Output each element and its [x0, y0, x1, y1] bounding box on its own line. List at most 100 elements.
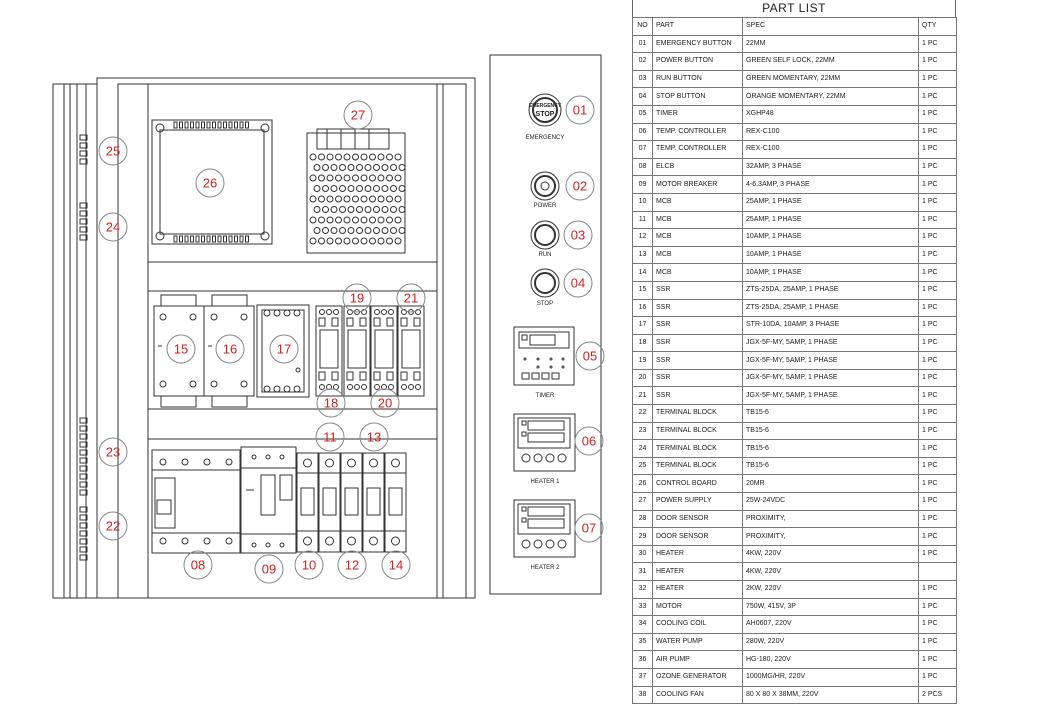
callout-circle — [343, 100, 373, 130]
cell-spec: AH0607, 220V — [742, 615, 919, 634]
mcb-screw — [325, 458, 334, 468]
callout-number: 07 — [582, 521, 596, 536]
relay-terminal — [347, 384, 353, 390]
part-list-title: PART LIST — [632, 0, 956, 17]
power-supply — [306, 128, 406, 254]
relay-terminal — [388, 384, 394, 390]
relay-terminal — [374, 309, 380, 315]
cell-spec: TB15-6 — [742, 456, 919, 476]
callout-number: 23 — [106, 445, 120, 460]
board-pin — [228, 235, 233, 243]
cell-spec: 20MR — [742, 474, 919, 494]
vent-hole — [339, 185, 346, 192]
vent-hole — [339, 164, 346, 171]
vent-hole — [364, 164, 372, 171]
callout-circle — [574, 513, 604, 543]
callout-circle — [337, 550, 367, 580]
board-pin — [228, 121, 233, 129]
callout-number: 09 — [262, 562, 276, 577]
cell-no: 23 — [632, 421, 653, 441]
relay-slot — [413, 371, 421, 381]
stop-button-icon — [530, 268, 560, 298]
cell-no: 17 — [632, 316, 653, 335]
cell-part: HEATER — [652, 562, 743, 581]
cell-spec: TB15-6 — [742, 421, 919, 441]
vent-hole — [360, 237, 368, 245]
relay-terminal — [361, 309, 367, 315]
cell-no: 07 — [632, 140, 653, 159]
mcb — [340, 452, 363, 553]
cell-qty: 1 PC — [918, 492, 957, 511]
relay-slot — [318, 371, 326, 381]
relay-slot — [346, 371, 354, 381]
cell-no: 32 — [632, 580, 653, 599]
cell-qty: 1 PC — [918, 87, 957, 106]
cell-qty: 1 PC — [918, 615, 957, 634]
terminal-screw — [79, 150, 88, 157]
terminal-screw — [79, 433, 88, 440]
relay-terminal — [388, 309, 394, 315]
board-pin — [239, 121, 244, 129]
cell-spec: 10AMP, 1 PHASE — [742, 263, 919, 282]
cell-qty: 2 PCS — [918, 685, 957, 705]
relay-slot — [318, 317, 326, 327]
vent-hole — [347, 206, 355, 213]
vent-hole — [386, 174, 393, 182]
terminal-screw — [79, 449, 88, 456]
stop-caption: STOP — [537, 301, 553, 307]
vent-hole — [394, 216, 402, 224]
header-spec: SPEC — [742, 17, 919, 36]
mcb-screw — [391, 458, 400, 468]
cell-qty: 1 PC — [918, 439, 957, 458]
cell-spec: 80 X 80 X 38MM, 220V — [742, 685, 919, 705]
cell-no: 24 — [632, 439, 653, 458]
cell-qty: 1 PC — [918, 667, 957, 687]
vent-hole — [390, 185, 397, 192]
vent-hole — [377, 216, 385, 224]
relay-terminal — [319, 384, 325, 390]
callout-circle — [574, 426, 604, 456]
vent-hole — [313, 227, 321, 234]
terminal-screw — [79, 425, 88, 432]
cell-no: 38 — [632, 685, 653, 705]
relay-slot — [386, 317, 394, 327]
vent-hole — [339, 206, 346, 213]
callout-circle — [316, 388, 346, 418]
vent-hole — [343, 237, 351, 245]
vent-hole — [386, 216, 393, 224]
vent-hole — [309, 216, 317, 224]
terminal-screw — [79, 522, 88, 529]
relay-module — [343, 305, 371, 397]
cell-part: MCB — [652, 263, 743, 282]
board-pin — [195, 121, 200, 129]
mcb-toggle — [388, 487, 403, 516]
cell-qty: 1 PC — [918, 597, 957, 617]
relay-terminal — [408, 384, 414, 390]
relay-terminal — [415, 309, 421, 315]
terminal-screw — [79, 457, 88, 464]
vent-hole — [347, 185, 355, 192]
cell-qty: 1 PC — [918, 210, 957, 230]
cell-spec: 4KW, 220V — [742, 544, 919, 564]
vent-hole — [339, 227, 346, 234]
callout-number: 04 — [571, 276, 585, 291]
heater2-caption: HEATER 2 — [531, 565, 561, 571]
cell-part: RUN BUTTON — [652, 69, 743, 89]
cell-no: 30 — [632, 544, 653, 564]
cell-no: 22 — [632, 404, 653, 423]
cell-qty: 1 PC — [918, 632, 957, 652]
vent-hole — [386, 195, 393, 203]
vent-hole — [373, 227, 380, 234]
cell-qty: 1 PC — [918, 456, 957, 476]
timer-display-icon — [513, 326, 575, 386]
cell-spec: JGX-5F-MY, 5AMP, 1 PHASE — [742, 386, 919, 406]
board-pin — [195, 235, 200, 243]
vent-hole — [381, 227, 389, 234]
